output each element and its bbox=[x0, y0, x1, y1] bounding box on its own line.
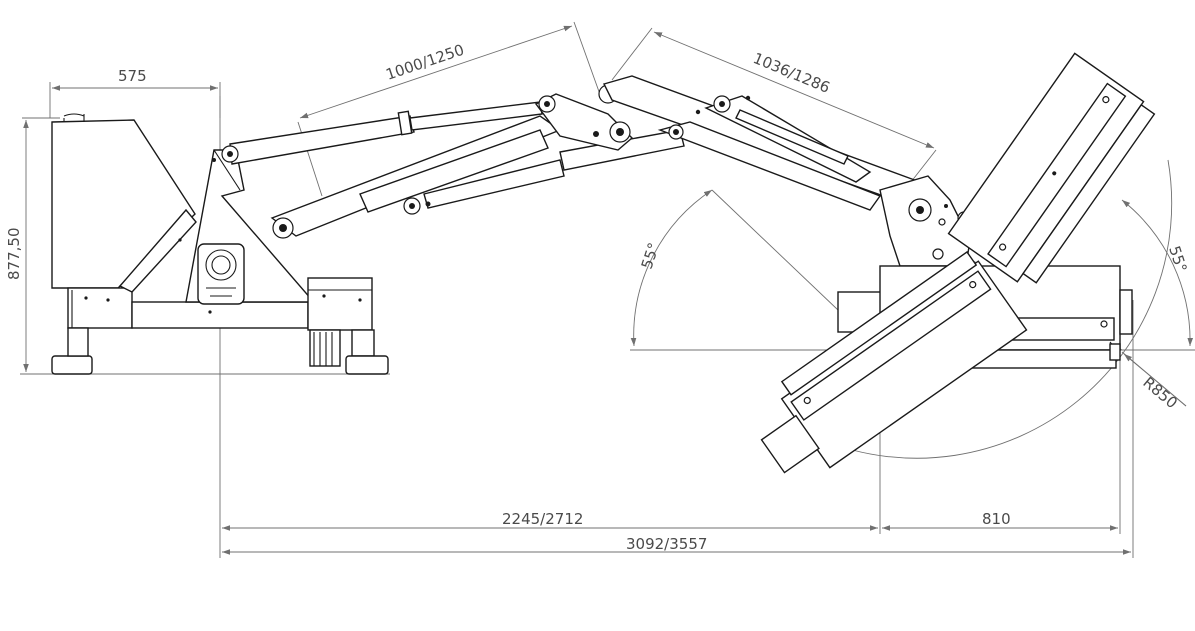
boom-knuckle bbox=[534, 84, 634, 151]
flail-head-tilted-down bbox=[760, 251, 1028, 474]
dim-tilt-left: 55° bbox=[638, 240, 663, 271]
dim-swing-radius: R850 bbox=[1139, 373, 1180, 412]
head-mount bbox=[879, 175, 971, 267]
dim-first-arm: 1000/1250 bbox=[384, 41, 467, 84]
flail-head-tilted-up bbox=[947, 52, 1156, 284]
dim-second-arm: 1036/1286 bbox=[750, 49, 832, 97]
dim-mount-height: 877,50 bbox=[5, 228, 23, 281]
mounting-frame bbox=[51, 113, 389, 375]
boom-first-arm bbox=[221, 101, 685, 239]
dim-mount-width: 575 bbox=[118, 67, 147, 85]
dim-head-width: 810 bbox=[982, 510, 1011, 528]
dim-reach-to-head: 2245/2712 bbox=[502, 510, 583, 528]
dim-total-reach: 3092/3557 bbox=[626, 535, 707, 553]
boom-second-arm bbox=[602, 75, 921, 211]
dim-tilt-right: 55° bbox=[1165, 244, 1190, 275]
